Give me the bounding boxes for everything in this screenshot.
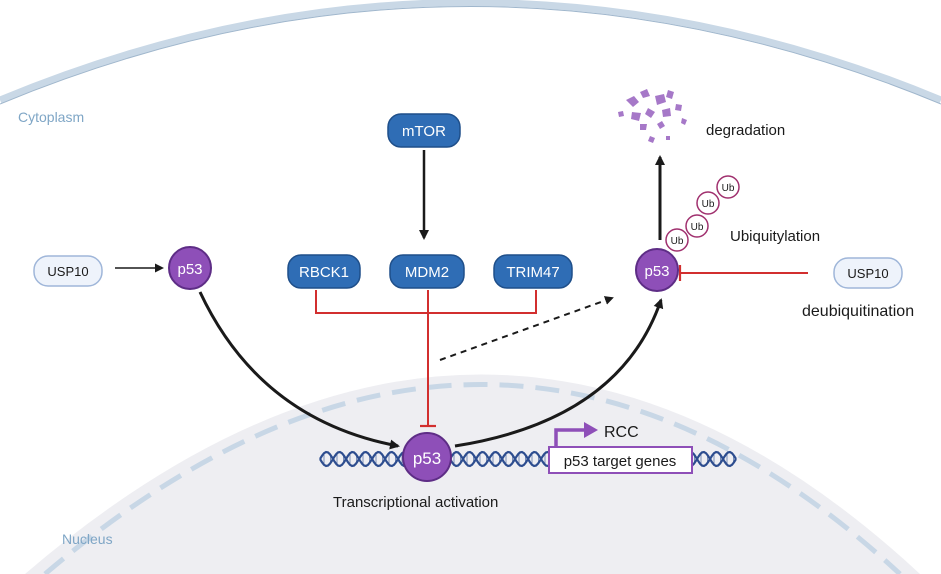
p53-left-node: p53 xyxy=(168,246,212,290)
rbck1-label: RBCK1 xyxy=(299,264,349,281)
degradation-label: degradation xyxy=(706,122,785,139)
arrow-dashed xyxy=(439,296,614,361)
arrow-p53-export xyxy=(454,298,664,448)
nucleus-label: Nucleus xyxy=(62,531,113,547)
usp10-left-node: USP10 xyxy=(33,255,103,287)
mdm2-label: MDM2 xyxy=(405,264,449,281)
inhibition-bracket xyxy=(315,290,537,314)
cytoplasm-label: Cytoplasm xyxy=(18,109,84,125)
rbck1-node: RBCK1 xyxy=(287,254,361,289)
ubiquitin-chain: Ub Ub Ub Ub xyxy=(665,175,740,252)
rcc-label: RCC xyxy=(604,424,639,441)
ub-2: Ub xyxy=(685,214,709,238)
arrow-p53-translocation xyxy=(198,291,400,450)
svg-text:Ub: Ub xyxy=(702,199,715,210)
deubiquitination-label: deubiquitination xyxy=(802,303,914,320)
ub-1: Ub xyxy=(665,228,689,252)
p53-right-node: p53 xyxy=(635,248,679,292)
ub-3: Ub xyxy=(696,191,720,215)
target-genes-box: p53 target genes xyxy=(548,446,693,474)
degradation-fragments xyxy=(618,89,687,143)
usp10-right-node: USP10 xyxy=(833,257,903,289)
mtor-label: mTOR xyxy=(402,123,446,140)
trim47-node: TRIM47 xyxy=(493,254,573,289)
transcriptional-activation-label: Transcriptional activation xyxy=(333,494,498,511)
mdm2-node: MDM2 xyxy=(389,254,465,289)
ubiquitylation-label: Ubiquitylation xyxy=(730,228,820,245)
mtor-node: mTOR xyxy=(387,113,461,148)
rcc-promoter xyxy=(554,422,598,446)
svg-text:Ub: Ub xyxy=(691,222,704,233)
p53-left-label: p53 xyxy=(177,261,202,278)
svg-text:Ub: Ub xyxy=(722,183,735,194)
p53-nucleus-node: p53 xyxy=(402,432,452,482)
connectors xyxy=(115,150,808,450)
trim47-label: TRIM47 xyxy=(506,264,559,281)
usp10-left-label: USP10 xyxy=(47,264,88,279)
usp10-right-label: USP10 xyxy=(847,266,888,281)
nucleus xyxy=(25,374,920,574)
target-genes-label: p53 target genes xyxy=(564,453,677,470)
svg-text:Ub: Ub xyxy=(671,236,684,247)
p53-right-label: p53 xyxy=(644,263,669,280)
ub-4: Ub xyxy=(716,175,740,199)
p53-nucleus-label: p53 xyxy=(413,449,441,468)
cell-membrane xyxy=(0,0,941,105)
